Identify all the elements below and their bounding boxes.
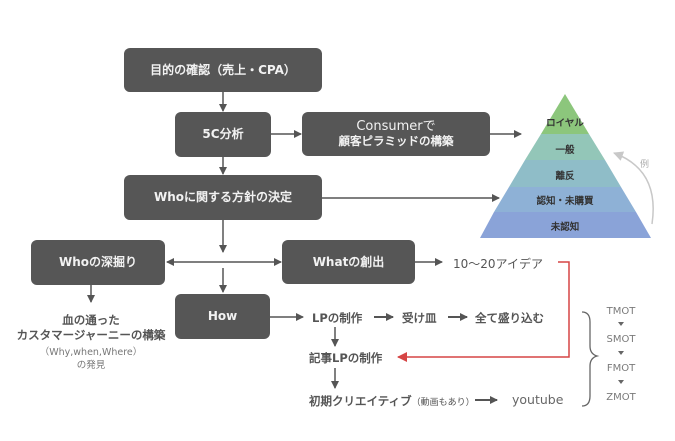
pyramid-level-churned bbox=[509, 160, 621, 187]
who-result-line3: （Why,when,Where） bbox=[39, 347, 143, 358]
mot-tmot: TMOT bbox=[606, 306, 636, 317]
box-5c-analysis: 5C分析 bbox=[175, 112, 271, 157]
mot-smot: SMOT bbox=[606, 334, 636, 345]
pyramid-label-general: 一般 bbox=[555, 145, 575, 156]
ideas-count: 10～20アイデア bbox=[453, 257, 543, 271]
initial-creative: 初期クリエイティブ（動画もあり） bbox=[309, 393, 475, 409]
mot-arrow-icon bbox=[618, 380, 624, 384]
article-lp-creation: 記事LPの制作 bbox=[309, 351, 383, 365]
youtube: youtube bbox=[512, 392, 564, 407]
initial-creative-note: （動画もあり） bbox=[411, 398, 475, 408]
pyramid-label-unaware: 未認知 bbox=[550, 222, 580, 233]
mot-arrow-icon bbox=[618, 351, 624, 355]
consumer-line2: 顧客ピラミッドの構築 bbox=[338, 134, 454, 148]
box-consumer-pyramid: Consumerで 顧客ピラミッドの構築 bbox=[302, 112, 490, 156]
box-who-deep-dive: Whoの深掘り bbox=[31, 240, 165, 285]
pyramid-label-aware-not-purchased: 認知・未購買 bbox=[536, 196, 594, 207]
mot-zmot: ZMOT bbox=[606, 392, 636, 403]
pyramid-label-churned: 離反 bbox=[555, 171, 575, 182]
initial-creative-label: 初期クリエイティブ bbox=[309, 394, 412, 408]
all-in: 全て盛り込む bbox=[475, 311, 544, 325]
lp-creation: LPの制作 bbox=[312, 311, 363, 325]
consumer-line1: Consumerで bbox=[356, 119, 436, 134]
pyramid-level-unaware bbox=[480, 212, 651, 238]
who-result-line1: 血の通った bbox=[62, 313, 120, 327]
receiver: 受け皿 bbox=[402, 311, 437, 325]
mot-arrow-icon bbox=[618, 322, 624, 326]
pyramid-level-loyal bbox=[541, 94, 589, 134]
box-what-creation: Whatの創出 bbox=[282, 240, 415, 284]
box-purpose: 目的の確認（売上・CPA） bbox=[124, 48, 322, 92]
pyramid-level-aware-not-purchased bbox=[494, 187, 636, 212]
pyramid-level-general bbox=[525, 134, 605, 160]
who-result-line4: の発見 bbox=[76, 360, 106, 371]
brace bbox=[581, 311, 600, 407]
pyramid-label-loyal: ロイヤル bbox=[546, 118, 584, 129]
box-who-policy: Whoに関する方針の決定 bbox=[124, 175, 322, 220]
example-arrow bbox=[613, 151, 654, 225]
who-result-line2: カスタマージャーニーの構築 bbox=[16, 328, 166, 342]
box-how: How bbox=[175, 294, 270, 339]
example-label: 例 bbox=[640, 160, 650, 170]
mot-fmot: FMOT bbox=[606, 363, 636, 374]
red-arrow-ideas-to-article-lp bbox=[397, 261, 570, 362]
